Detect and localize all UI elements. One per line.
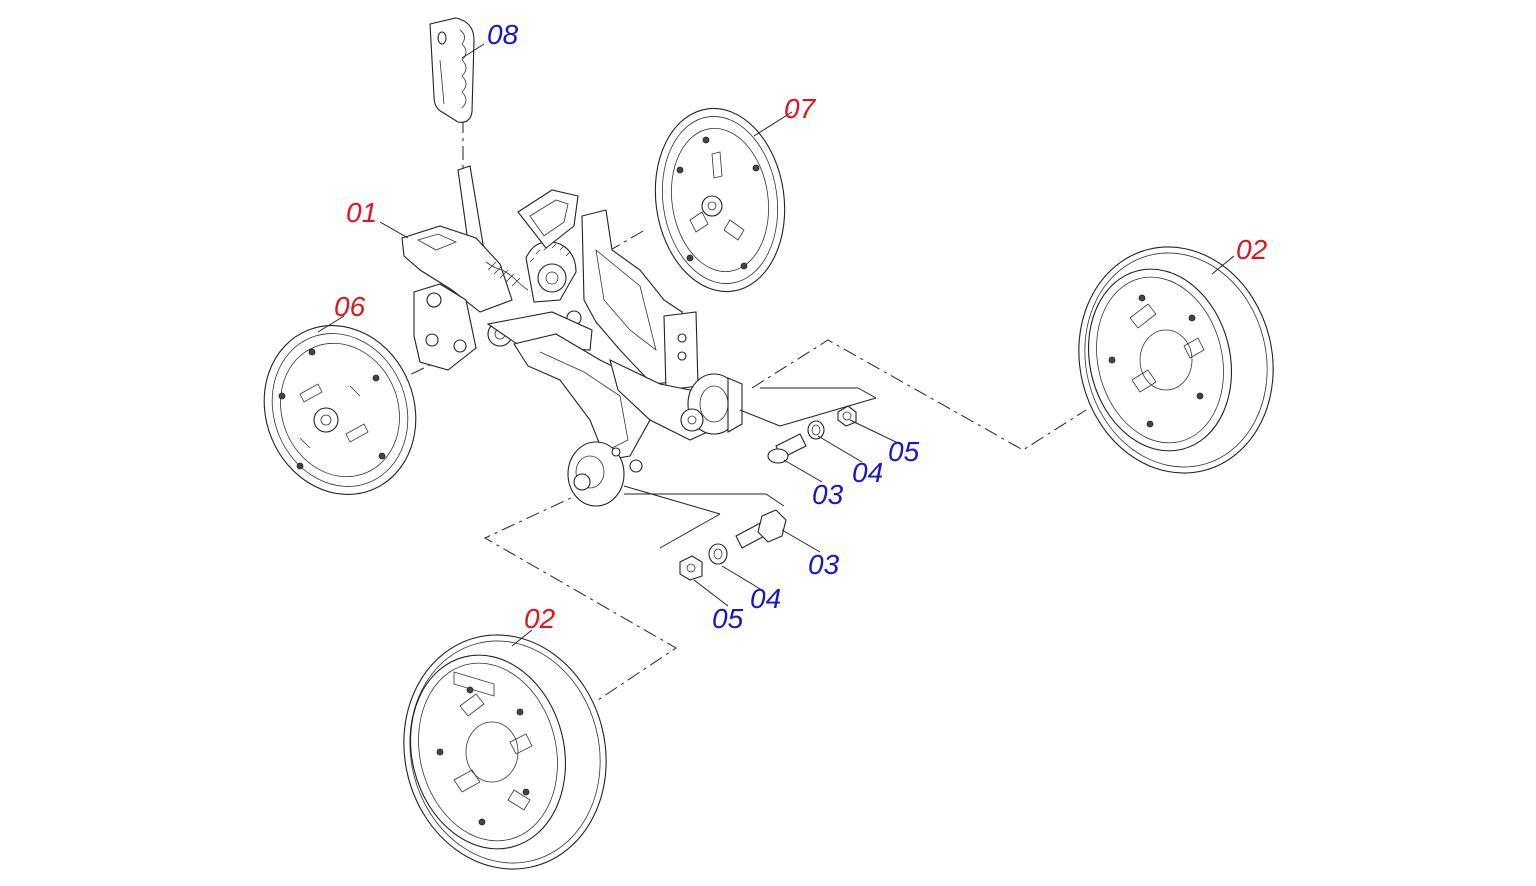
large-wheel-right	[1078, 246, 1274, 474]
large-wheel-bottom	[403, 634, 607, 870]
fastener-set-lower	[679, 509, 787, 581]
leader-lines	[317, 43, 1235, 647]
label-06: 06	[334, 291, 366, 322]
label-03-lower: 03	[808, 549, 840, 580]
label-01: 01	[346, 197, 377, 228]
label-03-upper: 03	[812, 479, 844, 510]
label-05-lower: 05	[712, 603, 744, 634]
label-02-bottom: 02	[524, 603, 556, 634]
grip-handle	[429, 17, 475, 123]
label-05-upper: 05	[888, 436, 920, 467]
label-02-right: 02	[1236, 234, 1268, 265]
label-04-upper: 04	[852, 457, 883, 488]
fastener-set-upper	[767, 405, 857, 464]
small-wheel-upper	[654, 107, 786, 293]
label-08: 08	[487, 19, 519, 50]
label-04-lower: 04	[750, 583, 781, 614]
main-frame	[401, 165, 743, 507]
small-wheel-left	[263, 325, 417, 495]
label-07: 07	[784, 93, 817, 124]
callout-labels: 08 07 01 02 06 05 04 03 03 04 05 02	[334, 19, 1268, 634]
